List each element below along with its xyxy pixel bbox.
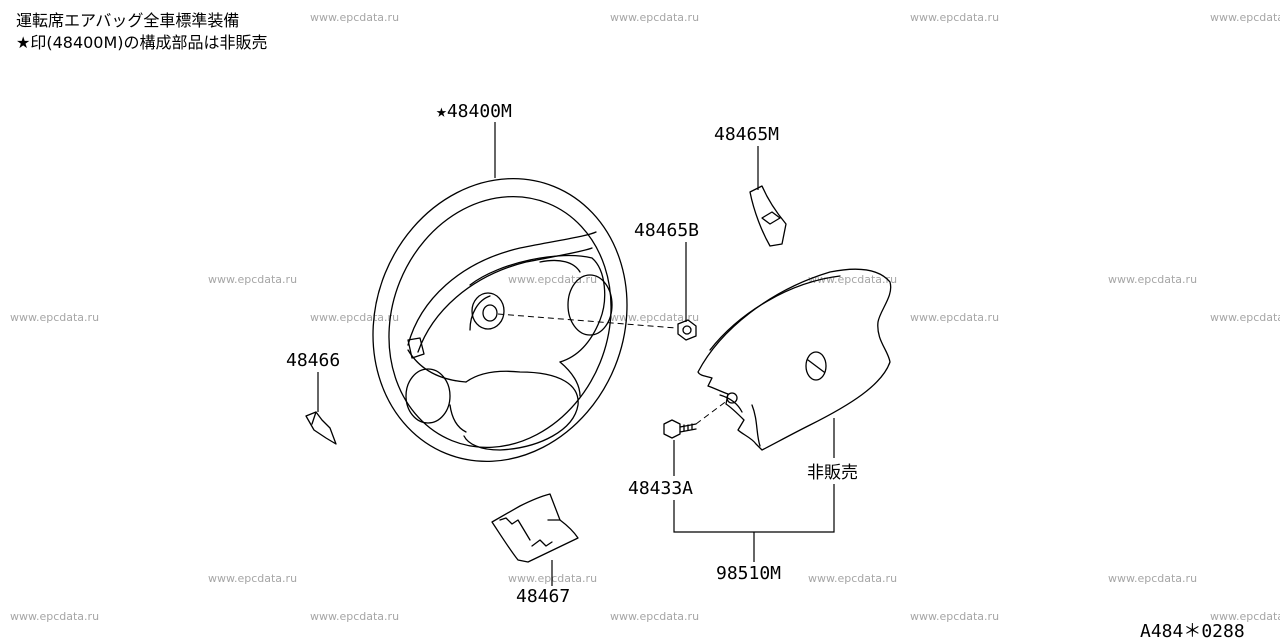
label-not-for-sale: 非販売 — [807, 463, 858, 483]
watermark: www.epcdata.ru — [610, 11, 699, 24]
watermark: www.epcdata.ru — [808, 273, 897, 286]
nut-48465B[interactable] — [677, 319, 697, 341]
label-98510M: 98510M — [716, 563, 781, 584]
watermark: www.epcdata.ru — [208, 273, 297, 286]
watermark: www.epcdata.ru — [910, 610, 999, 623]
watermark-layer: www.epcdata.ru www.epcdata.ru www.epcdat… — [10, 11, 1280, 623]
bolt-48433A[interactable] — [663, 419, 697, 439]
watermark: www.epcdata.ru — [1108, 273, 1197, 286]
label-48466: 48466 — [286, 350, 340, 371]
steering-wheel[interactable] — [331, 140, 669, 500]
watermark: www.epcdata.ru — [508, 273, 597, 286]
label-48400M: ★48400M — [436, 101, 512, 122]
watermark: www.epcdata.ru — [310, 311, 399, 324]
watermark: www.epcdata.ru — [10, 610, 99, 623]
watermark: www.epcdata.ru — [1210, 610, 1280, 623]
trim-48466[interactable] — [305, 411, 337, 445]
note-airbag-standard: 運転席エアバッグ全車標準装備 — [16, 11, 239, 30]
cover-48465M[interactable] — [749, 185, 787, 247]
lower-cover-48467[interactable] — [491, 493, 579, 563]
watermark: www.epcdata.ru — [208, 572, 297, 585]
label-48465B: 48465B — [634, 220, 699, 241]
watermark: www.epcdata.ru — [1210, 311, 1280, 324]
label-48433A: 48433A — [628, 478, 693, 499]
label-48465M: 48465M — [714, 124, 779, 145]
emblem-icon — [805, 351, 827, 381]
watermark: www.epcdata.ru — [1210, 11, 1280, 24]
label-48467: 48467 — [516, 586, 570, 607]
watermark: www.epcdata.ru — [610, 311, 699, 324]
leader-lines — [317, 122, 835, 586]
watermark: www.epcdata.ru — [910, 11, 999, 24]
watermark: www.epcdata.ru — [310, 11, 399, 24]
watermark: www.epcdata.ru — [910, 311, 999, 324]
watermark: www.epcdata.ru — [10, 311, 99, 324]
watermark: www.epcdata.ru — [310, 610, 399, 623]
airbag-module[interactable] — [697, 268, 892, 451]
watermark: www.epcdata.ru — [610, 610, 699, 623]
assembly-line-bolt — [695, 399, 729, 425]
diagram-code: A484＊0288 — [1140, 621, 1245, 640]
note-not-for-sale: ★印(48400M)の構成部品は非販売 — [16, 33, 268, 52]
watermark: www.epcdata.ru — [808, 572, 897, 585]
watermark: www.epcdata.ru — [1108, 572, 1197, 585]
